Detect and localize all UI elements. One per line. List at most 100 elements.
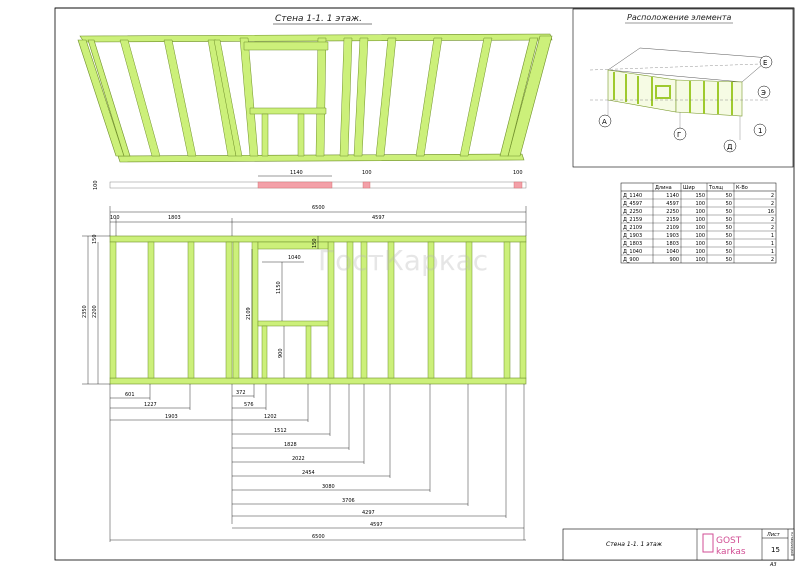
left-chain-label: 1227 (144, 402, 157, 408)
stud (503, 241, 511, 379)
spec-table-header-cell: Шир (683, 185, 695, 191)
spec-table-cell: Д_4597 (623, 201, 642, 207)
stud (232, 241, 240, 379)
window-sill-3d (249, 107, 327, 115)
dim-window-1040: 1040 (288, 255, 301, 261)
spec-table-cell: 16 (768, 209, 774, 215)
stud (360, 241, 368, 379)
spec-table-cell: 900 (669, 257, 679, 263)
right-chain-label: 3080 (322, 484, 335, 490)
stud-3d (213, 39, 243, 157)
right-end-3d-b (499, 37, 539, 157)
dim-height-2200: 2200 (92, 305, 98, 318)
logo-top: GOST (716, 536, 742, 546)
stud (346, 241, 354, 379)
axis-mark (757, 85, 771, 99)
strip-height-label: 100 (93, 180, 99, 190)
spec-table-cell: 150 (695, 193, 705, 199)
right-chain-label: 3706 (342, 498, 355, 504)
axis-mark-label: Е (763, 59, 767, 67)
spec-table-cell: Д_2159 (623, 217, 642, 223)
dim-window-900: 900 (278, 348, 284, 358)
spec-table-cell: 50 (726, 241, 732, 247)
right-chain-label: 1202 (264, 414, 277, 420)
right-chain-label: 4297 (362, 510, 375, 516)
right-chain-label: 2454 (302, 470, 315, 476)
spec-table-cell: 4597 (666, 201, 679, 207)
spec-table-cell: 100 (695, 225, 705, 231)
top-plate-3d (79, 33, 553, 43)
stud-3d (415, 37, 443, 157)
title-block: Стена 1-1. 1 этаж GOST karkas Лист 15 go… (562, 528, 795, 568)
plate-strip: 1140 100 100 100 (93, 170, 527, 190)
spec-table-cell: Д_1040 (623, 249, 642, 255)
window-jack-3d (261, 113, 269, 157)
right-chain-label: 1828 (284, 442, 297, 448)
spec-table-cell: 50 (726, 233, 732, 239)
sheet-format: А3 (769, 562, 777, 568)
stud-3d (375, 37, 397, 157)
axis-mark-label: Г (677, 131, 681, 139)
dim-top-plate-150: 150 (312, 238, 318, 248)
right-chain-label: 2022 (292, 456, 305, 462)
dim-seg-4597: 4597 (372, 215, 385, 221)
stud (427, 241, 435, 379)
bottom-overall-label: 6500 (312, 534, 325, 540)
spec-table-cell: 1 (771, 241, 774, 247)
stud-3d (119, 39, 161, 157)
stud (109, 241, 117, 379)
logo-bottom: karkas (716, 547, 746, 557)
wall-3d-view (77, 33, 553, 163)
spec-table-header-cell: Толщ (708, 185, 723, 191)
spec-table-cell: 100 (695, 217, 705, 223)
spec-table-cell: 1140 (666, 193, 679, 199)
stud-3d (339, 37, 353, 157)
right-chain-label: 372 (236, 390, 246, 396)
spec-table-cell: 50 (726, 217, 732, 223)
window-header (257, 241, 329, 250)
right-chain-label: 4597 (370, 522, 383, 528)
right-end-3d (507, 35, 553, 157)
window-jack-3d (297, 113, 305, 157)
spec-table-cell: Д_1803 (623, 241, 642, 247)
spec-table-cell: 100 (695, 201, 705, 207)
spec-table-cell: 100 (695, 241, 705, 247)
stud (147, 241, 155, 379)
spec-table-cell: 50 (726, 193, 732, 199)
spec-table-cell: 2 (771, 217, 774, 223)
strip-highlight-100b (513, 181, 523, 189)
window-header-3d (243, 41, 329, 51)
strip-label-100b: 100 (513, 170, 523, 176)
stud (187, 241, 195, 379)
spec-table-cell: 1 (771, 233, 774, 239)
spec-table-cell: 1 (771, 249, 774, 255)
axis-mark (598, 114, 612, 128)
drawing-title: Стена 1-1. 1 этаж. (275, 14, 362, 24)
stud (327, 241, 335, 379)
spec-table-cell: 50 (726, 201, 732, 207)
strip-label-1140: 1140 (290, 170, 303, 176)
right-chain-label: 1512 (274, 428, 287, 434)
dim-height-2350: 2350 (82, 305, 88, 318)
spec-table-cell: 2159 (666, 217, 679, 223)
side-text: gostkarkas.ru (790, 532, 794, 556)
spec-table-cell: Д_900 (623, 257, 639, 263)
stud-3d (315, 37, 327, 157)
house-right-wall (675, 79, 743, 117)
spec-table-cell: 50 (726, 209, 732, 215)
sheet-label: Лист (766, 532, 781, 538)
spec-table-cell: 2 (771, 193, 774, 199)
dim-height-2109: 2109 (246, 307, 252, 320)
right-chain-label: 576 (244, 402, 254, 408)
axis-mark-label: 1 (758, 127, 762, 135)
window-cripple (261, 325, 268, 379)
axis-mark (723, 139, 737, 153)
spec-table-cell: 2 (771, 257, 774, 263)
spec-table-cell: Д_1903 (623, 233, 642, 239)
axis-mark (673, 127, 687, 141)
bottom-plate (109, 377, 527, 385)
spec-table-cell: 1803 (666, 241, 679, 247)
axis-mark-label: Э (761, 89, 766, 97)
wall-elevation: ГостКаркас (109, 235, 527, 385)
